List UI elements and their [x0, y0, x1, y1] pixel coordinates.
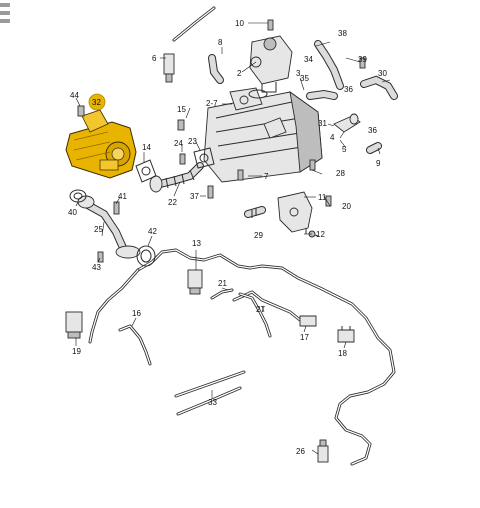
callout-19: 19 [72, 347, 81, 356]
connector-31 [333, 113, 361, 133]
callout-11: 11 [318, 193, 327, 202]
callout-3: 3 [296, 69, 301, 78]
hose-27 [238, 292, 272, 338]
callout-27: 27 [256, 305, 265, 314]
pipe-25 [77, 195, 141, 259]
callout-16: 16 [132, 309, 141, 318]
callout-35: 35 [300, 74, 309, 83]
callout-42: 42 [148, 227, 157, 236]
gasket-42 [136, 245, 156, 267]
tube-33 [174, 370, 246, 416]
callout-39: 39 [358, 55, 367, 64]
callout-32: 32 [92, 98, 101, 107]
callout-33: 33 [208, 398, 217, 407]
callout-17: 17 [300, 333, 309, 342]
sensor-26 [317, 439, 329, 463]
hose-35 [306, 89, 338, 100]
hose-30 [360, 75, 398, 100]
callout-40: 40 [68, 208, 77, 217]
hose-21 [210, 288, 234, 300]
hose-34 [314, 40, 344, 90]
callout-25: 25 [94, 225, 103, 234]
egr-cooler-housing [203, 87, 323, 183]
callout-23: 23 [188, 137, 197, 146]
callout-43: 43 [92, 263, 101, 272]
solenoid-19 [65, 311, 83, 339]
bracket-11 [277, 191, 319, 237]
callout-8: 8 [218, 38, 223, 47]
vacuum-line-left [88, 268, 140, 344]
hose-9 [366, 142, 382, 154]
callout-2: 2 [237, 69, 242, 78]
callout-6: 6 [152, 54, 157, 63]
callout-26: 26 [296, 447, 305, 456]
callout-32-badge[interactable]: 32 [88, 93, 106, 111]
corner-marker [0, 0, 10, 40]
callout-36b: 36 [368, 126, 377, 135]
gasket-23 [193, 147, 215, 169]
callout-22: 22 [168, 198, 177, 207]
callout-30: 30 [378, 69, 387, 78]
sensor-6 [163, 53, 175, 83]
leader-lines [75, 22, 391, 455]
callout-labels: 10 8 6 2 2-7 15 14 24 23 22 37 7 11 20 1… [68, 19, 387, 456]
callout-5: 5 [342, 145, 347, 154]
callout-31: 31 [318, 119, 327, 128]
callout-20: 20 [342, 202, 351, 211]
callout-2-7: 2-7 [206, 99, 218, 108]
vacuum-line-lower [232, 290, 302, 322]
callout-34: 34 [304, 55, 313, 64]
dipstick-line [172, 6, 216, 42]
callout-10: 10 [235, 19, 244, 28]
callout-36a: 36 [344, 85, 353, 94]
callout-13: 13 [192, 239, 201, 248]
callout-7: 7 [264, 172, 269, 181]
hose-16 [118, 324, 152, 366]
solenoid-13 [187, 269, 203, 295]
hose-29 [244, 206, 266, 218]
callout-12: 12 [316, 230, 325, 239]
part-32-egr-cooler[interactable] [65, 109, 137, 179]
callout-9: 9 [376, 159, 381, 168]
pipe-22 [149, 162, 204, 193]
callout-4: 4 [330, 133, 335, 142]
callout-15: 15 [177, 105, 186, 114]
callout-38: 38 [338, 29, 347, 38]
callout-41: 41 [118, 192, 127, 201]
callout-18: 18 [338, 349, 347, 358]
vacuum-line-upper [136, 248, 396, 466]
clip-18 [337, 326, 355, 343]
hose-8 [208, 54, 224, 84]
gasket-14 [135, 159, 157, 183]
callout-14: 14 [142, 143, 151, 152]
callout-37: 37 [190, 192, 199, 201]
callout-28: 28 [336, 169, 345, 178]
clip-17 [299, 315, 317, 327]
callout-44: 44 [70, 91, 79, 100]
egr-valve-2 [248, 35, 293, 99]
callout-24: 24 [174, 139, 183, 148]
callout-21: 21 [218, 279, 227, 288]
callout-29: 29 [254, 231, 263, 240]
bolts [77, 19, 366, 263]
